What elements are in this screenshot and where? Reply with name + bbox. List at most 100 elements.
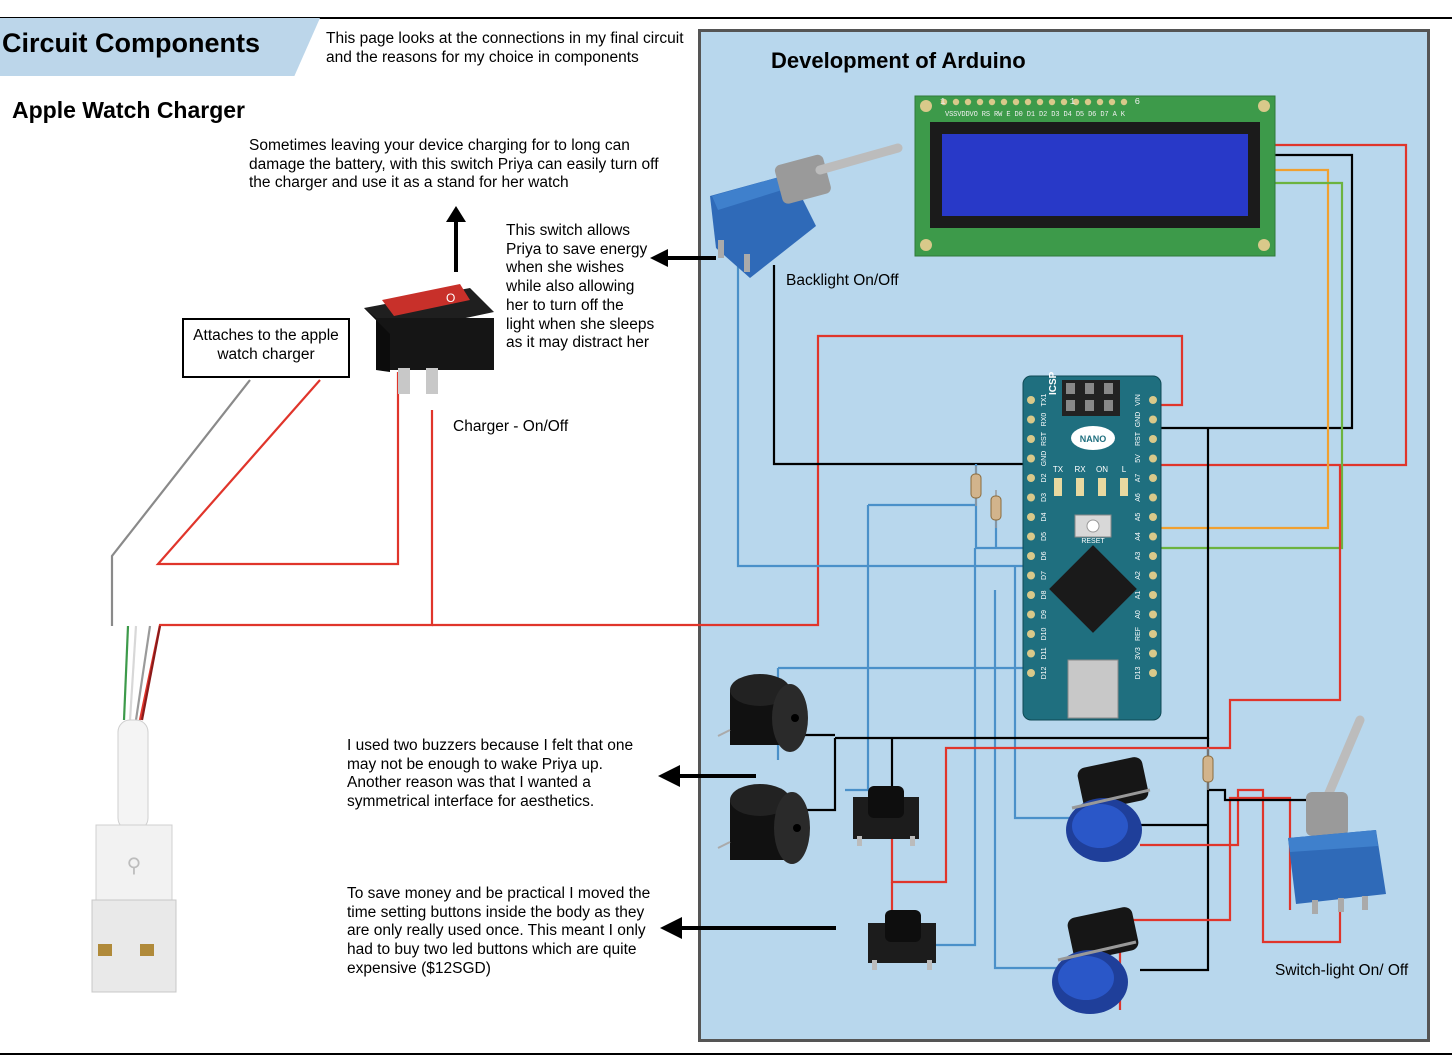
atmega-chip [1049,545,1137,633]
nano-pin-label: D12 [1041,666,1048,679]
btn-blue-wire-2 [935,548,977,947]
led-button-icon [1066,757,1151,862]
arrow-up-head [446,206,466,222]
nano-pin [1149,396,1157,404]
nano-pin [1149,532,1157,541]
section-title: Apple Watch Charger [12,97,246,123]
nano-pin [1027,610,1035,619]
led-button-icon-2 [1052,907,1139,1014]
nano-pin [1149,649,1157,658]
nano-pin-label: D13 [1135,666,1142,679]
lcd-pin [1108,98,1116,106]
nano-pin [1027,552,1035,560]
nano-pin [1149,415,1157,424]
btn-red-wire [890,465,1342,884]
nano-pin [1027,474,1035,482]
nano-pin [1149,513,1157,521]
btn-blue-wire-1 [845,505,870,792]
nano-pin-label: D3 [1041,493,1048,502]
nano-led-label: RX [1074,465,1086,474]
red-wire-switch [155,372,400,566]
nano-pin [1027,591,1035,599]
panel-title: Development of Arduino [771,48,1026,73]
charger-switch-label: Charger - On/Off [453,418,569,435]
nano-pin-label: A2 [1135,571,1142,580]
ground-led-wire [1140,738,1210,972]
buttons-note: To save money and be practical I moved t… [347,885,651,977]
nano-pin [1027,532,1035,541]
push-button-icon [853,786,919,846]
backlight-blue-wire [736,265,1040,568]
usb-icon: ⚲ [127,855,142,877]
usb-port [1067,659,1119,719]
green-cable-wire [122,625,130,721]
nano-pin-label: A0 [1135,610,1142,619]
nano-pin [1149,493,1157,502]
lcd-pin [1012,98,1020,106]
lcd-red-wire [1145,143,1408,467]
backlight-label: Backlight On/Off [786,272,899,289]
title-banner [0,18,320,76]
nano-led [1076,478,1084,496]
ground-rail-wire-2 [800,738,837,812]
lcd-pin [964,98,972,106]
nano-pin-label: D10 [1041,627,1048,640]
nano-pin [1149,435,1157,443]
nano-pin [1027,630,1035,638]
nano-pin-label: VIN [1135,394,1142,406]
lcd-pin [1060,98,1068,106]
lcd-pin [1024,98,1032,106]
ledbtn-red-wire [1140,788,1342,944]
lcd-pin [976,98,984,106]
nano-led [1120,478,1128,496]
ledbtn-red-wire-2 [1118,796,1292,1010]
nano-pin [1027,513,1035,521]
lcd-pin [1036,98,1044,106]
toggle-switch-icon-2 [1288,715,1386,914]
backlight-black-wire [772,265,1040,466]
toggle-switch-icon [710,143,903,278]
buzzers-note: I used two buzzers because I felt that o… [347,737,634,811]
nano-pin-label: GND [1135,412,1142,428]
nano-pin [1149,552,1157,560]
nano-pin-label: D6 [1041,551,1048,560]
arrow-backlight-head [650,249,668,267]
nano-led-label: ON [1096,465,1108,474]
lcd-pin [1048,98,1056,106]
arrow-buttons-head [660,917,682,939]
gray-cable-wire [134,625,152,721]
nano-pin-label: 5V [1135,454,1142,463]
rocker-switch-icon: O [364,284,494,394]
nano-pin-label: D9 [1041,610,1048,619]
nano-pin-label: 3V3 [1135,647,1142,660]
lcd-pin [1120,98,1128,106]
nano-pin [1027,435,1035,443]
nano-pin-label: A1 [1135,591,1142,600]
lcd-display: 1 16 VSSVDDVO RS RW E D0 D1 D2 D3 D4 D5 … [914,95,1276,257]
push-button-icon-2 [868,910,936,970]
nano-pin [1149,669,1157,677]
nano-pin [1149,591,1157,599]
switch-light-label: Switch-light On/ Off [1275,962,1409,979]
lcd-black-wire [1145,153,1354,430]
nano-pin-label: A3 [1135,552,1142,561]
svg-text:O: O [446,291,455,305]
nano-pin-label: A7 [1135,474,1142,483]
usb-plug-icon: ⚲ [91,719,177,993]
charger-attach-label: Attaches to the apple watch charger [182,318,350,378]
white-cable-wire [128,625,138,721]
nano-pin [1149,610,1157,619]
charger-battery-note: Sometimes leaving your device charging f… [249,137,659,192]
nano-pin [1149,454,1157,463]
lcd-pin [1096,98,1104,106]
nano-pin-label: A5 [1135,513,1142,522]
gray-wire [110,379,251,626]
nano-led [1054,478,1062,496]
nano-pin [1149,571,1157,580]
red-wire-arduino-power [432,334,1184,627]
bottom-rule [0,1053,1452,1055]
